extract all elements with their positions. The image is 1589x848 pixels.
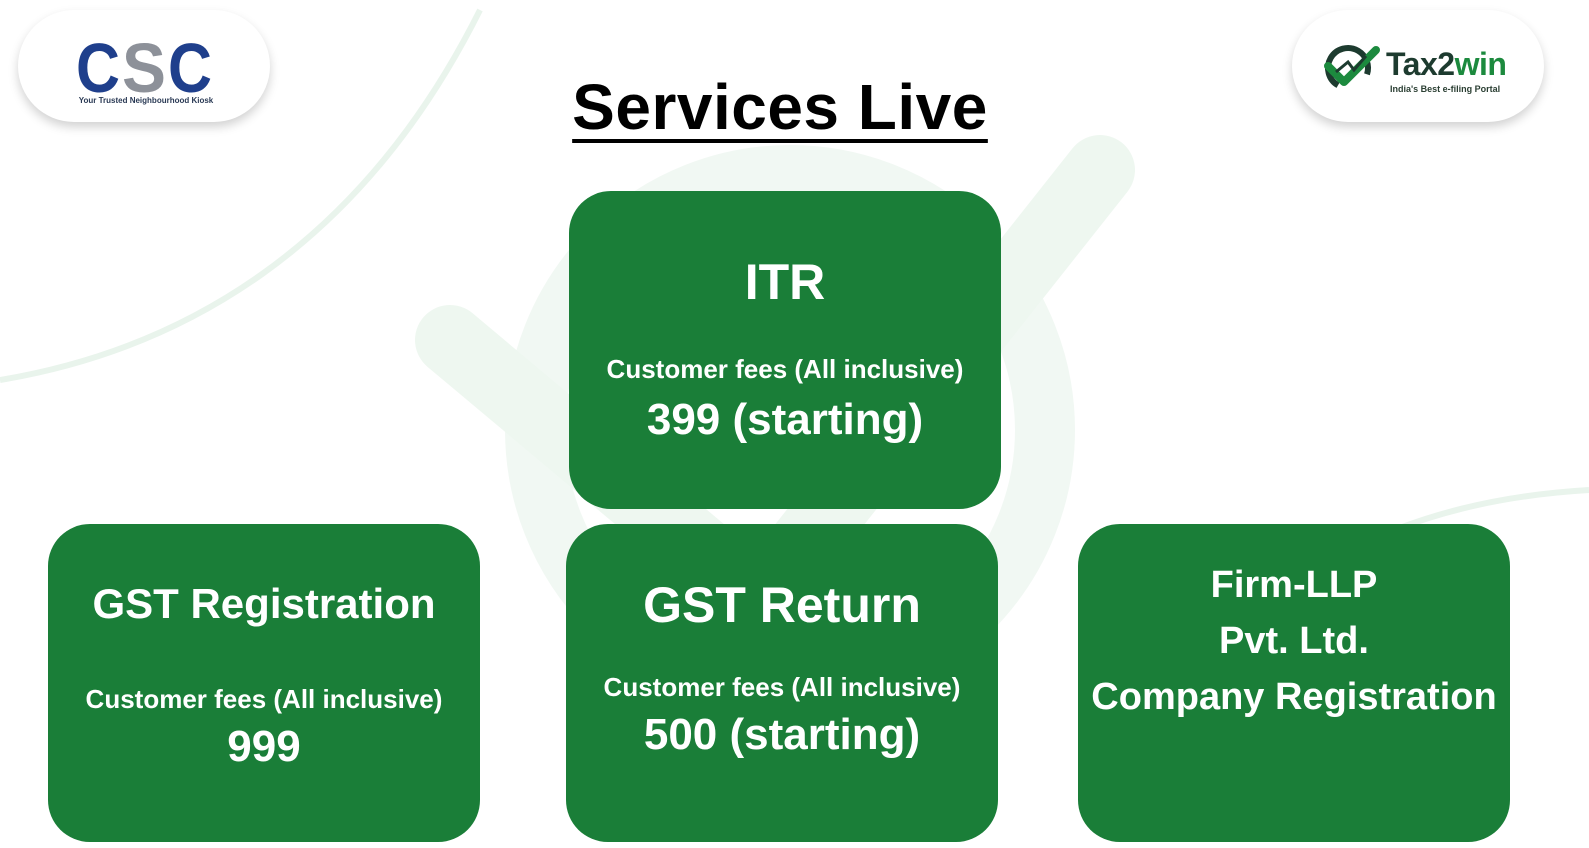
firm-llp-line: Firm-LLP xyxy=(1210,564,1378,606)
gst-registration-service-card: GST Registration Customer fees (All incl… xyxy=(48,524,480,842)
gst-registration-title: GST Registration xyxy=(92,580,436,627)
company-registration-service-card: Firm-LLP Pvt. Ltd. Company Registration xyxy=(1078,524,1510,842)
tax2win-wordmark: Tax2win xyxy=(1386,46,1507,82)
company-registration-line: Company Registration xyxy=(1091,676,1497,718)
csc-logo-mark: C S C xyxy=(76,32,212,98)
csc-letter-2: S xyxy=(122,32,166,98)
checkmark-chart-icon xyxy=(1324,45,1380,91)
itr-service-card: ITR Customer fees (All inclusive) 399 (s… xyxy=(569,191,1001,509)
gst-registration-price: 999 xyxy=(227,722,301,771)
csc-letter-3: C xyxy=(168,32,212,98)
csc-tagline: Your Trusted Neighbourhood Kiosk xyxy=(78,96,214,105)
csc-logo: C S C Your Trusted Neighbourhood Kiosk xyxy=(18,10,270,122)
gst-registration-fee-label: Customer fees (All inclusive) xyxy=(85,684,443,714)
itr-fee-label: Customer fees (All inclusive) xyxy=(606,354,964,384)
tax2win-wordmark-a: Tax2 xyxy=(1386,46,1455,82)
pvt-ltd-line: Pvt. Ltd. xyxy=(1219,620,1369,662)
page-title: Services Live xyxy=(572,71,988,143)
gst-return-fee-label: Customer fees (All inclusive) xyxy=(603,672,961,702)
gst-return-service-card: GST Return Customer fees (All inclusive)… xyxy=(566,524,998,842)
gst-return-price: 500 (starting) xyxy=(643,710,921,759)
itr-title: ITR xyxy=(744,254,826,310)
itr-price: 399 (starting) xyxy=(646,395,924,444)
gst-return-title: GST Return xyxy=(643,577,921,633)
tax2win-tagline: India's Best e-filing Portal xyxy=(1390,84,1501,94)
csc-letter-1: C xyxy=(76,32,120,98)
tax2win-logo: Tax2win India's Best e-filing Portal xyxy=(1292,10,1544,122)
tax2win-wordmark-b: win xyxy=(1454,46,1507,82)
